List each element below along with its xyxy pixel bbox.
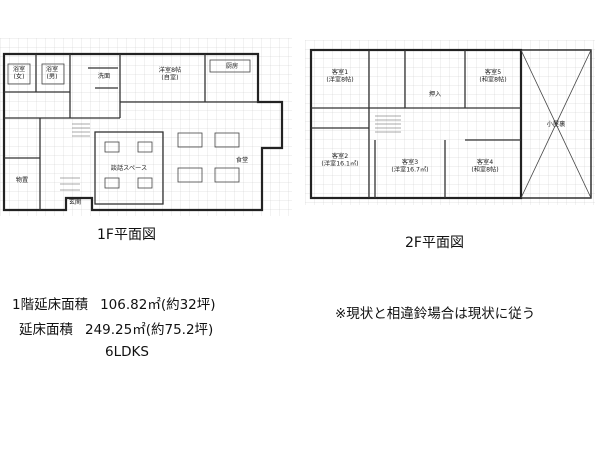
room-dining: 食堂: [236, 156, 248, 164]
room-bath-men: 浴室(男): [46, 65, 58, 81]
room-storage: 物置: [16, 176, 28, 184]
total-area-row: 延床面積 249.25㎡(約75.2坪): [19, 318, 213, 338]
room-bath-women: 浴室(女): [13, 65, 25, 81]
floor1-area-label: 1階延床面積: [12, 297, 89, 313]
floor-plan-1f: 浴室(女) 浴室(男) 洗面 洋室8帖(自室) 厨房 物置 談話スペース 食堂 …: [0, 38, 292, 216]
room-guest-3: 客室3(洋室16.7㎡): [391, 158, 428, 174]
floor1-area-value: 106.82㎡(約32坪): [100, 297, 216, 313]
room-attic: 小屋裏: [547, 120, 566, 128]
room-chat-space: 談話スペース: [111, 164, 147, 172]
room-guest-1: 客室1(洋室8帖): [326, 68, 353, 84]
room-guest-2: 客室2(洋室16.1㎡): [321, 152, 358, 168]
floor-plan-2f-caption: 2F平面図: [405, 235, 464, 251]
room-kitchen: 厨房: [226, 62, 238, 70]
floor1-area-row: 1階延床面積 106.82㎡(約32坪): [12, 293, 216, 313]
room-closet: 押入: [429, 90, 441, 98]
room-guest-5: 客室5(和室8帖): [479, 68, 506, 84]
room-entrance: 玄関: [69, 198, 81, 206]
total-area-value: 249.25㎡(約75.2坪): [85, 322, 214, 338]
room-washroom: 洗面: [98, 72, 110, 80]
floor-plan-1f-caption: 1F平面図: [97, 227, 156, 243]
room-guest-4: 客室4(和室8帖): [471, 158, 498, 174]
disclaimer-note: ※現状と相違鈴場合は現状に従う: [335, 306, 536, 322]
total-area-label: 延床面積: [19, 322, 73, 338]
layout-type: 6LDKS: [105, 344, 149, 360]
room-western: 洋室8帖(自室): [159, 66, 182, 82]
floor-plan-2f: 客室1(洋室8帖) 客室5(和室8帖) 客室2(洋室16.1㎡) 客室3(洋室1…: [305, 40, 595, 205]
